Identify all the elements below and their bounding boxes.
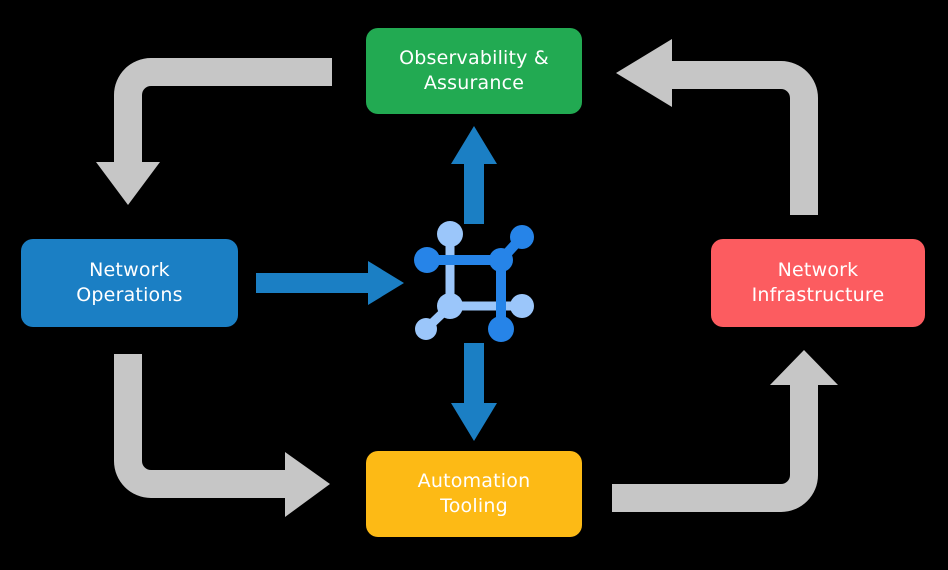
- node-box-automation-tooling[interactable]: Automation Tooling: [366, 451, 582, 537]
- node-box-network-operations[interactable]: Network Operations: [21, 239, 238, 327]
- arrow-automation-to-infrastructure: [612, 350, 838, 512]
- node-box-network-infrastructure[interactable]: Network Infrastructure: [711, 239, 925, 327]
- arrow-center-to-automation: [451, 343, 497, 441]
- arrow-operations-to-center: [256, 261, 404, 305]
- node-label-observability: Observability & Assurance: [399, 46, 549, 94]
- arrow-observability-to-operations: [96, 58, 332, 205]
- node-label-network-operations: Network Operations: [76, 258, 183, 306]
- arrow-center-to-observability: [451, 126, 497, 224]
- node-label-automation-tooling: Automation Tooling: [417, 469, 531, 517]
- node-box-observability[interactable]: Observability & Assurance: [366, 28, 582, 114]
- arrow-infrastructure-to-observability: [616, 39, 818, 215]
- arrow-operations-to-automation: [114, 354, 330, 517]
- node-label-network-infrastructure: Network Infrastructure: [751, 258, 885, 306]
- network-topology-icon: [414, 221, 534, 342]
